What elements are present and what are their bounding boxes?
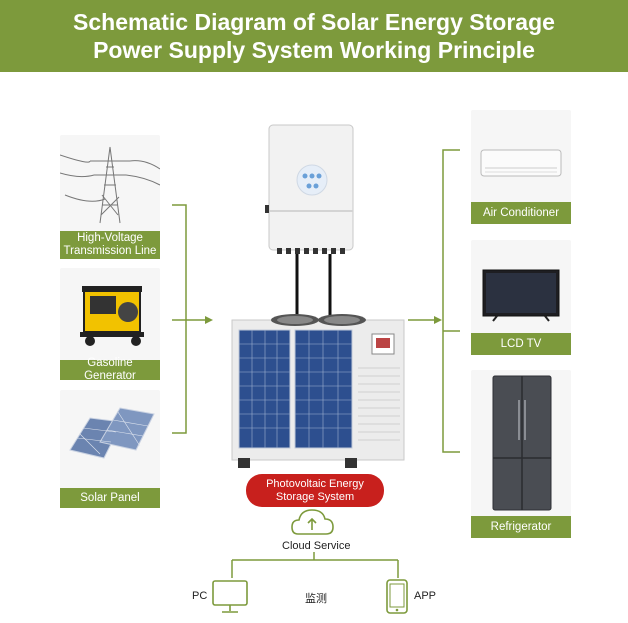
solar-panel-icon bbox=[69, 407, 155, 459]
transmission-tower-icon bbox=[60, 146, 160, 224]
source-card-gasoline-generator: Gasoline Generator bbox=[60, 268, 160, 382]
arrow-to-loads-icon bbox=[434, 316, 442, 324]
title-line-1: Schematic Diagram of Solar Energy Storag… bbox=[73, 9, 555, 35]
pc-label: PC bbox=[192, 590, 208, 602]
source-label-line-2: Transmission Line bbox=[63, 245, 157, 257]
pv-energy-storage-badge: Photovoltaic Energy Storage System bbox=[246, 474, 384, 507]
pv-badge-line-1: Photovoltaic Energy bbox=[266, 477, 364, 490]
load-label-lcd-tv: LCD TV bbox=[471, 333, 571, 355]
source-label-solar-panel: Solar Panel bbox=[60, 488, 160, 508]
refrigerator-icon bbox=[492, 375, 552, 511]
source-card-solar-panel: Solar Panel bbox=[60, 390, 160, 508]
load-card-lcd-tv: LCD TV bbox=[471, 240, 571, 355]
source-label-line-1: High-Voltage bbox=[77, 232, 143, 244]
source-label-gasoline-generator: Gasoline Generator bbox=[60, 357, 160, 382]
load-card-refrigerator: Refrigerator bbox=[471, 370, 571, 538]
air-conditioner-icon bbox=[480, 149, 562, 177]
app-label: APP bbox=[414, 590, 437, 602]
title-line-2: Power Supply System Working Principle bbox=[93, 37, 535, 63]
source-label-line-1: Gasoline Generator bbox=[84, 357, 136, 382]
source-label-line-1: Solar Panel bbox=[80, 491, 140, 504]
load-label-refrigerator: Refrigerator bbox=[471, 516, 571, 538]
source-card-transmission-line: High-Voltage Transmission Line bbox=[60, 135, 160, 259]
cloud-service-label: Cloud Service bbox=[282, 540, 351, 552]
source-label-transmission-line: High-Voltage Transmission Line bbox=[60, 231, 160, 259]
pv-badge-line-2: Storage System bbox=[275, 490, 355, 503]
title-banner: Schematic Diagram of Solar Energy Storag… bbox=[0, 0, 628, 72]
load-card-air-conditioner: Air Conditioner bbox=[471, 110, 571, 224]
tv-icon bbox=[482, 269, 560, 322]
arrow-into-system-icon bbox=[205, 316, 213, 324]
monitor-label: 监测 bbox=[305, 593, 327, 605]
load-label-air-conditioner: Air Conditioner bbox=[471, 202, 571, 224]
generator-icon bbox=[80, 286, 144, 346]
